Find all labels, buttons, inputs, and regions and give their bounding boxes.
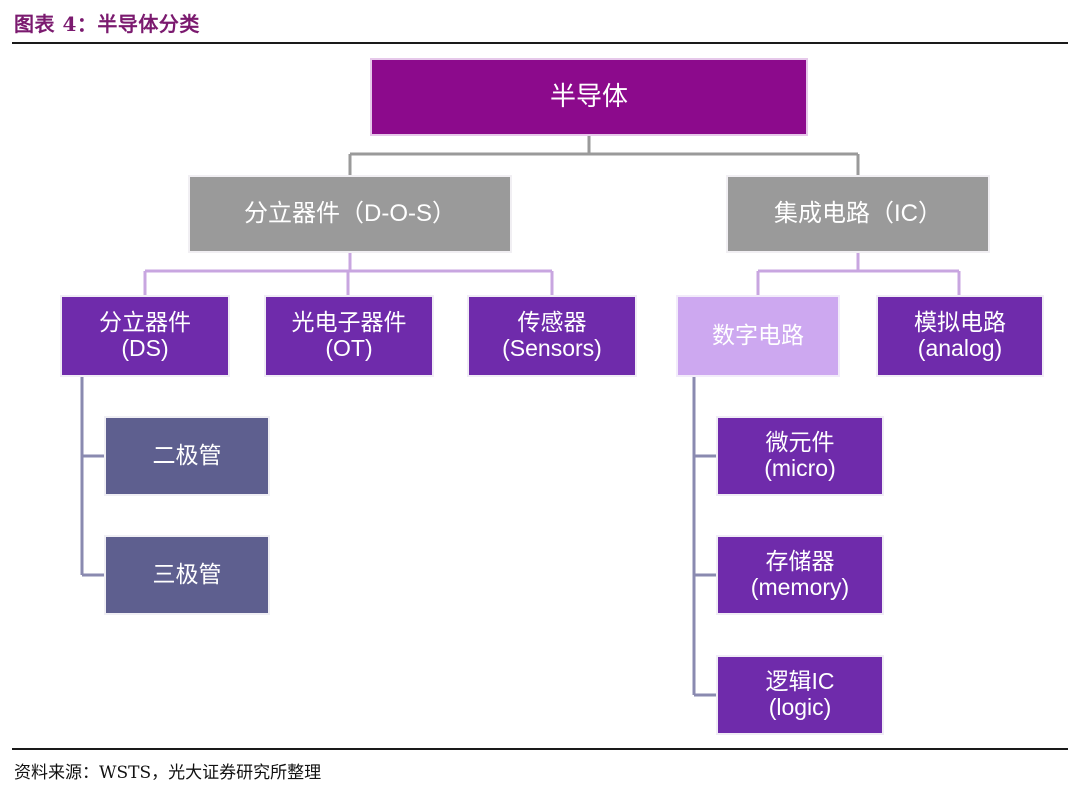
node-memory[interactable]: 存储器 (memory) — [716, 535, 884, 615]
node-diode-line1: 二极管 — [152, 442, 222, 469]
node-microcomponent[interactable]: 微元件 (micro) — [716, 416, 884, 496]
node-sensors-line1: 传感器 — [517, 309, 587, 336]
node-analog-circuit-line2: (analog) — [917, 335, 1003, 361]
semiconductor-classification-diagram: 半导体 分立器件（D-O-S） 集成电路（IC） 分立器件 (DS) 光电子器件… — [0, 44, 1080, 748]
source-note: 资料来源：WSTS，光大证券研究所整理 — [14, 763, 322, 783]
node-sensors-line2: (Sensors) — [502, 335, 602, 361]
node-logic-ic-line1: 逻辑IC — [765, 668, 835, 695]
node-optoelectronics-ot-line1: 光电子器件 — [291, 309, 407, 336]
node-logic-ic-line2: (logic) — [768, 694, 832, 720]
node-integrated-circuit[interactable]: 集成电路（IC） — [726, 175, 990, 253]
node-semiconductor[interactable]: 半导体 — [370, 58, 808, 136]
node-analog-circuit[interactable]: 模拟电路 (analog) — [876, 295, 1044, 377]
page-title: 图表 4：半导体分类 — [14, 12, 200, 36]
node-microcomponent-line1: 微元件 — [765, 429, 835, 456]
node-discrete-dos-line1: 分立器件（D-O-S） — [244, 199, 456, 227]
node-semiconductor-line1: 半导体 — [549, 81, 628, 112]
connector-layer — [80, 136, 961, 697]
node-triode[interactable]: 三极管 — [104, 535, 270, 615]
node-discrete-ds[interactable]: 分立器件 (DS) — [60, 295, 230, 377]
node-memory-line2: (memory) — [750, 574, 850, 600]
node-memory-line1: 存储器 — [765, 548, 835, 575]
node-sensors[interactable]: 传感器 (Sensors) — [467, 295, 637, 377]
node-optoelectronics-ot[interactable]: 光电子器件 (OT) — [264, 295, 434, 377]
title-divider — [12, 42, 1068, 44]
node-digital-circuit-line1: 数字电路 — [712, 322, 804, 349]
node-discrete-ds-line2: (DS) — [121, 335, 169, 361]
node-discrete-ds-line1: 分立器件 — [99, 309, 191, 336]
node-analog-circuit-line1: 模拟电路 — [914, 309, 1006, 336]
footer-divider — [12, 748, 1068, 750]
node-discrete-dos[interactable]: 分立器件（D-O-S） — [188, 175, 512, 253]
node-logic-ic[interactable]: 逻辑IC (logic) — [716, 655, 884, 735]
node-optoelectronics-ot-line2: (OT) — [325, 335, 373, 361]
node-diode[interactable]: 二极管 — [104, 416, 270, 496]
node-microcomponent-line2: (micro) — [764, 455, 836, 481]
node-integrated-circuit-line1: 集成电路（IC） — [774, 199, 942, 227]
node-triode-line1: 三极管 — [152, 561, 222, 588]
node-digital-circuit[interactable]: 数字电路 — [676, 295, 840, 377]
